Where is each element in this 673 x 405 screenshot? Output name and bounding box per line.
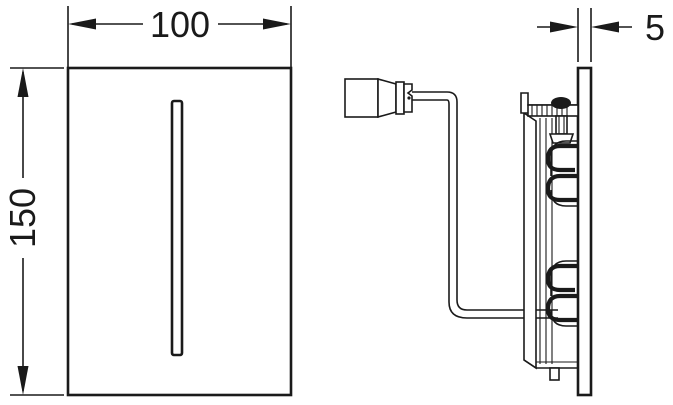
clip-lower-outline-1 — [550, 260, 578, 296]
frame-bottom-lug — [549, 367, 560, 381]
frame-left-wall — [523, 111, 537, 370]
arrow-right — [263, 18, 291, 30]
fixing-screw — [548, 97, 575, 144]
screw-head — [551, 97, 571, 109]
connector-pin-dot — [407, 96, 411, 100]
mounting-frame — [523, 111, 578, 381]
arrow-depth-right — [591, 21, 619, 33]
clip-lower-outline-2 — [550, 309, 578, 327]
clip-lower — [545, 260, 578, 327]
clip-lower-profile — [545, 263, 578, 323]
clip-upper-outline-2 — [550, 189, 578, 207]
dimension-depth-label: 5 — [645, 7, 665, 48]
wall-plate-section — [576, 66, 593, 397]
dimension-height-150: 150 — [2, 67, 64, 396]
tube-inner-edge — [412, 99, 558, 319]
dimension-width-100: 100 — [67, 4, 292, 72]
arrow-left — [68, 18, 96, 30]
connector-barrel — [344, 78, 379, 118]
bracket-band — [527, 104, 579, 117]
side-view-wall-plate — [576, 66, 593, 397]
cable-tube — [412, 91, 558, 319]
clip-upper-outline-1 — [550, 140, 578, 176]
clip-upper-profile — [545, 143, 578, 203]
tube-outer-edge — [412, 91, 558, 311]
arrow-depth-left — [550, 21, 578, 33]
connector-collar — [395, 81, 405, 115]
clip-upper — [545, 140, 578, 207]
sensor-connector — [344, 77, 413, 119]
dimension-height-label: 150 — [2, 188, 43, 248]
arrow-top — [17, 68, 29, 97]
dimension-depth-5: 5 — [537, 7, 665, 62]
screw-shaft — [555, 115, 568, 135]
arrow-bottom — [17, 366, 29, 395]
connector-taper — [377, 77, 397, 119]
front-view-plate — [66, 66, 293, 397]
frame-bottom-edge — [523, 359, 578, 369]
sensor-slot — [170, 99, 184, 357]
dimension-width-label: 100 — [150, 4, 210, 45]
